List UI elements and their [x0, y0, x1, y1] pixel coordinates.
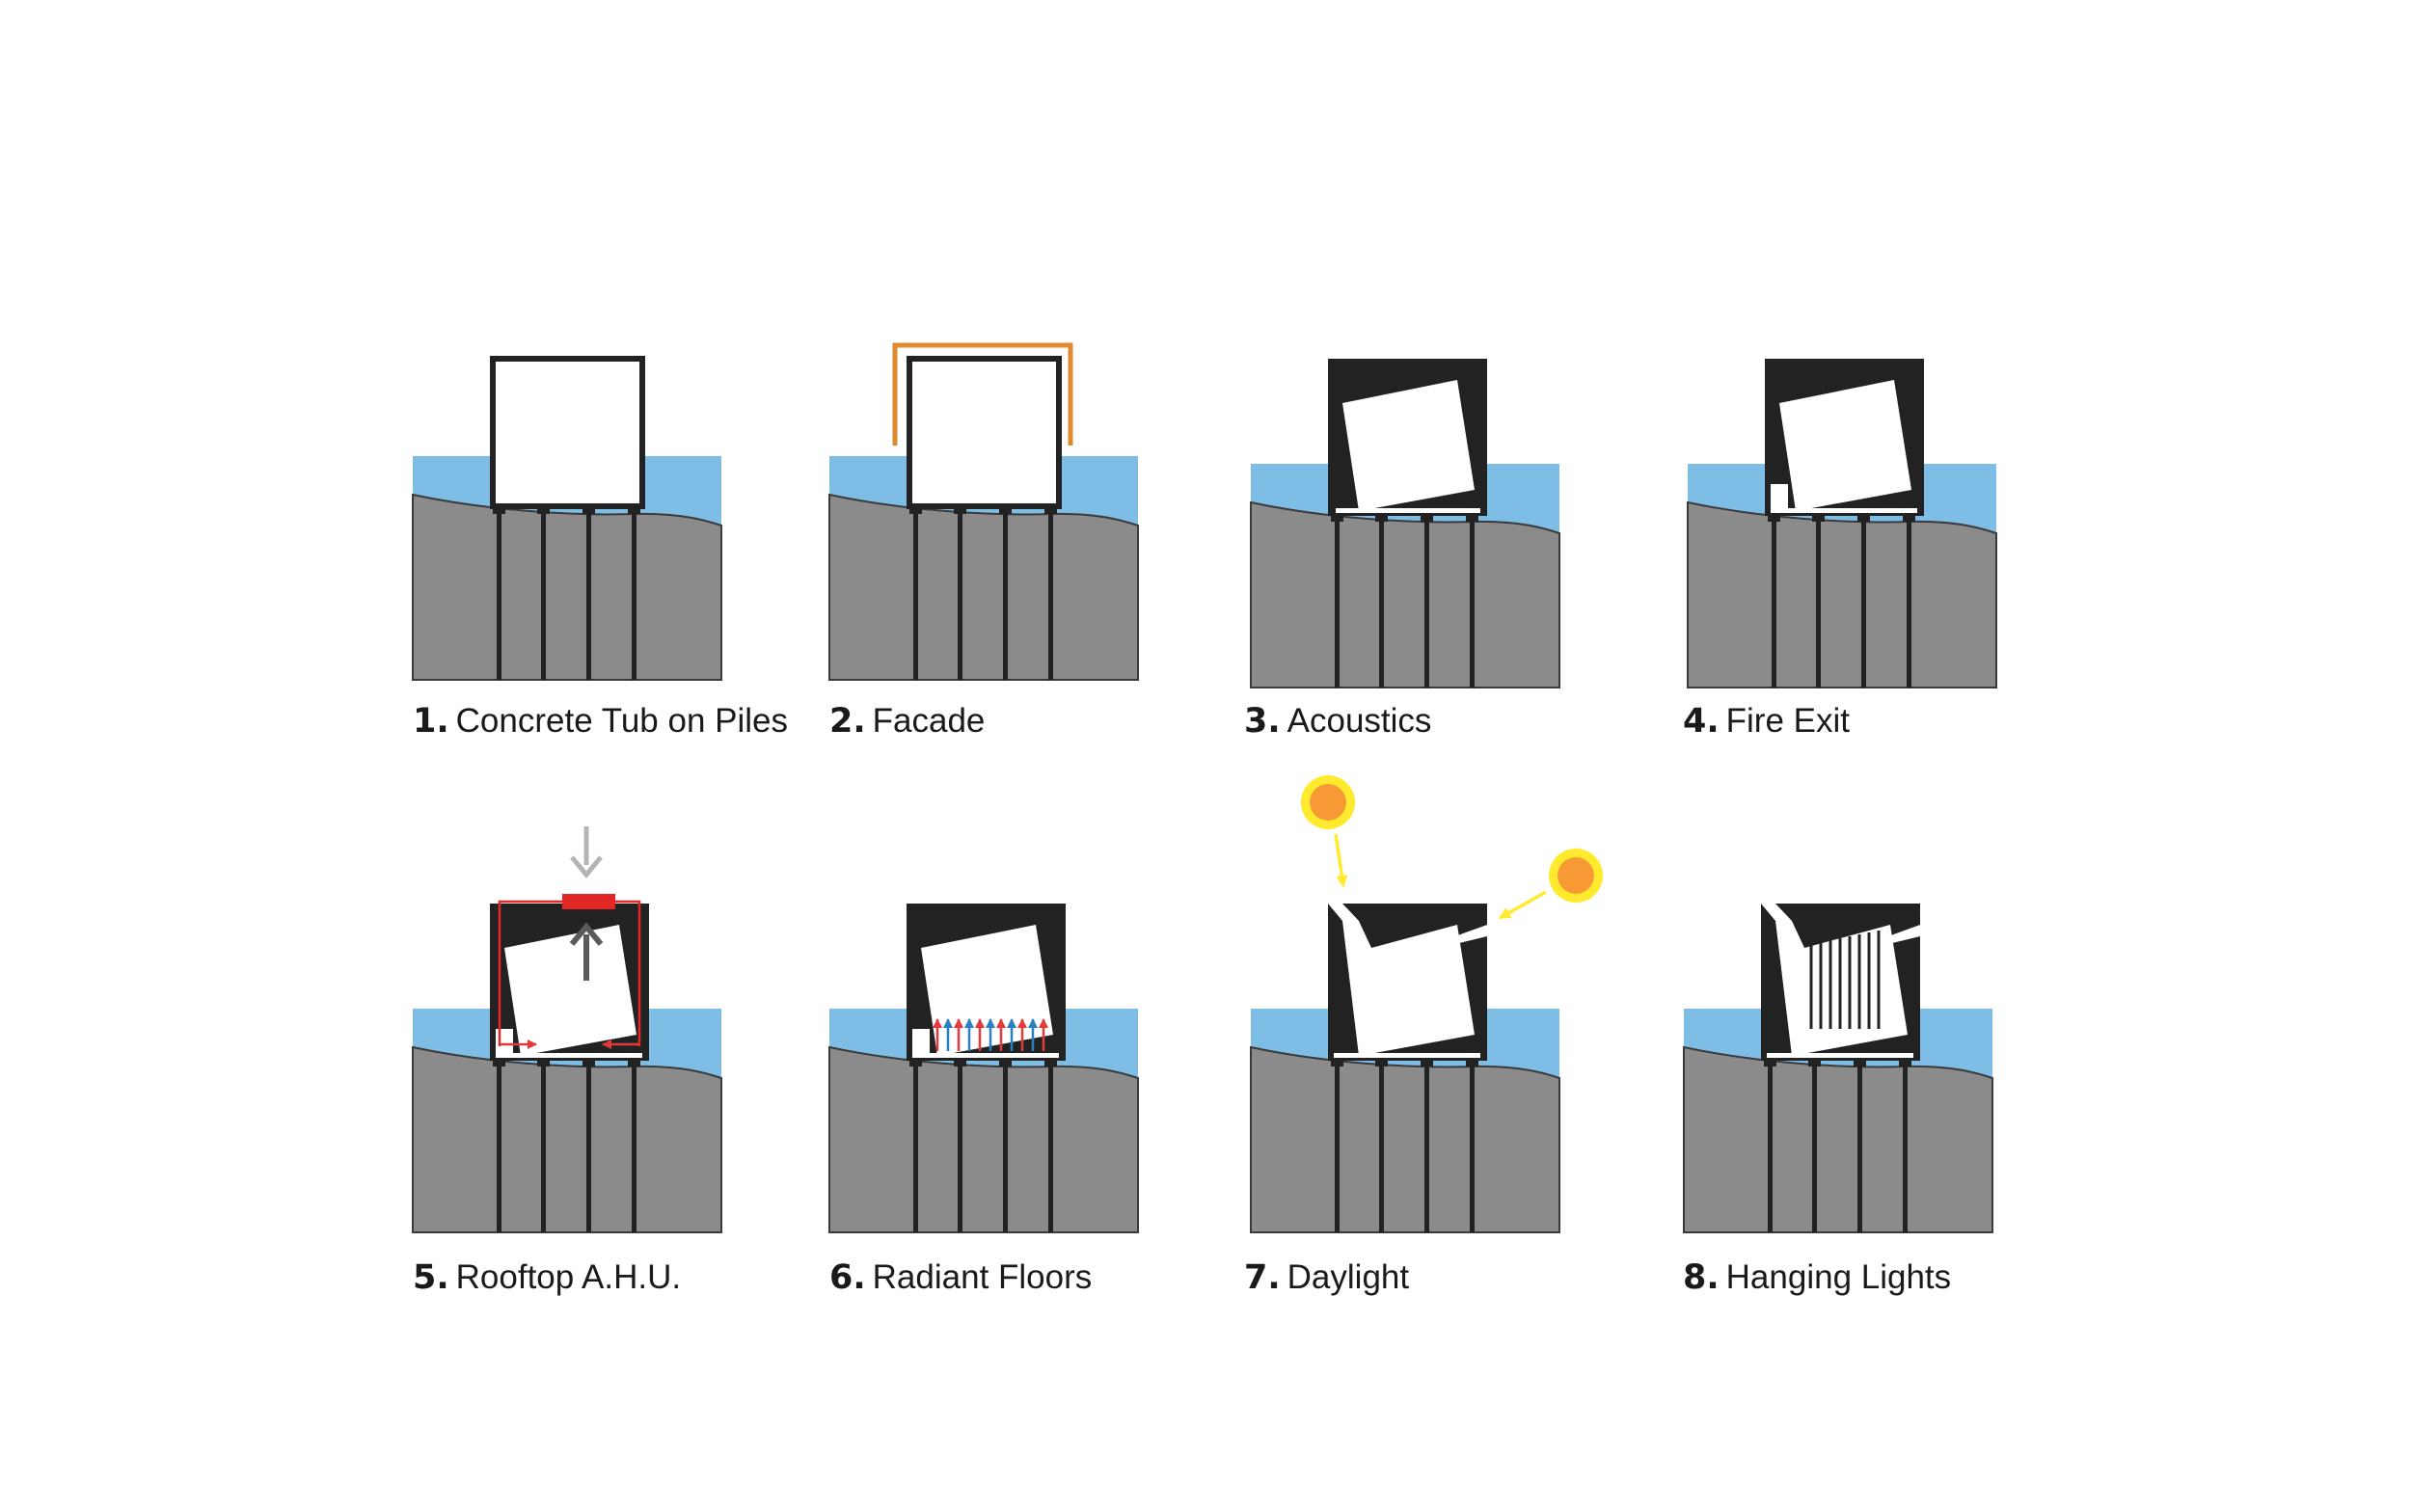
- floor-gap: [1334, 1053, 1480, 1058]
- ahu-unit: [562, 894, 615, 909]
- panel-3-text: Acoustics: [1287, 702, 1432, 740]
- facade-frame: [892, 342, 1073, 446]
- sunlight-arrow: [1334, 833, 1348, 888]
- panel-7-number: 7.: [1244, 1258, 1281, 1297]
- panel-2-label: 2.Facade: [829, 704, 985, 739]
- fire-exit-door: [1771, 484, 1788, 511]
- clerestory-opening: [1867, 925, 1920, 969]
- fire-exit-door: [912, 1029, 930, 1056]
- fire-exit-door: [496, 1029, 513, 1056]
- tilted-interior: [504, 925, 637, 1056]
- sunlight-arrow: [1498, 890, 1547, 920]
- panel-7-label: 7.Daylight: [1244, 1260, 1409, 1295]
- panel-4-diagram: [1687, 359, 1997, 688]
- panel-7-diagram: [1250, 775, 1603, 1233]
- outside-air-arrow: [570, 826, 603, 878]
- sun-icon: [1301, 775, 1355, 829]
- hanging-light-cords: [1809, 931, 1881, 1029]
- piles: [1331, 1057, 1478, 1232]
- panel-5-text: Rooftop A.H.U.: [455, 1258, 682, 1296]
- panel-8-diagram: [1683, 904, 1993, 1233]
- floor-gap: [1336, 508, 1480, 513]
- ground: [1250, 500, 1560, 688]
- panel-1-label: 1.Concrete Tub on Piles: [413, 704, 788, 739]
- ground: [828, 1045, 1139, 1233]
- ground: [1250, 1045, 1560, 1233]
- floor-gap: [1771, 508, 1917, 513]
- floor-gap: [912, 1053, 1059, 1058]
- piles: [909, 1057, 1057, 1232]
- floor-gap: [1767, 1053, 1913, 1058]
- panel-6-label: 6.Radiant Floors: [829, 1260, 1092, 1295]
- panel-6-text: Radiant Floors: [872, 1258, 1093, 1296]
- panel-4-label: 4.Fire Exit: [1683, 704, 1850, 739]
- panel-7-text: Daylight: [1287, 1258, 1410, 1296]
- panel-1-number: 1.: [413, 702, 449, 741]
- panel-8-label: 8.Hanging Lights: [1683, 1260, 1951, 1295]
- tilted-interior: [1342, 380, 1475, 511]
- panel-5-diagram: [412, 826, 722, 1233]
- concrete-tub: [907, 356, 1062, 509]
- ground: [412, 1045, 722, 1233]
- skylight-opening: [1328, 904, 1359, 921]
- panel-1-text: Concrete Tub on Piles: [455, 702, 789, 740]
- radiant-heat-arrows: [933, 1018, 1048, 1051]
- concrete-tub: [490, 356, 645, 509]
- panel-5-label: 5.Rooftop A.H.U.: [413, 1260, 681, 1295]
- panel-6-diagram: [828, 904, 1139, 1233]
- exhaust-air-arrow: [569, 922, 604, 981]
- piles: [1764, 1057, 1911, 1232]
- panel-3-diagram: [1250, 359, 1560, 688]
- piles: [493, 1057, 640, 1232]
- ground: [1683, 1045, 1993, 1233]
- panel-2-text: Facade: [872, 702, 986, 740]
- panel-4-text: Fire Exit: [1725, 702, 1851, 740]
- piles: [1768, 512, 1915, 688]
- floor-gap: [496, 1053, 642, 1058]
- panel-4-number: 4.: [1683, 702, 1720, 741]
- tilted-interior: [1779, 380, 1911, 511]
- panel-3-label: 3.Acoustics: [1244, 704, 1431, 739]
- panel-3-number: 3.: [1244, 702, 1281, 741]
- sun-icon: [1549, 849, 1603, 903]
- panel-8-text: Hanging Lights: [1725, 1258, 1952, 1296]
- ground: [828, 493, 1139, 681]
- piles: [1331, 512, 1478, 688]
- panel-2-number: 2.: [829, 702, 866, 741]
- panel-5-number: 5.: [413, 1258, 449, 1297]
- panel-8-number: 8.: [1683, 1258, 1720, 1297]
- ground: [1687, 500, 1997, 688]
- ground: [412, 493, 722, 681]
- panel-2-diagram: [828, 342, 1139, 681]
- skylight-opening: [1761, 904, 1792, 921]
- panel-1-diagram: [412, 356, 722, 681]
- clerestory-opening: [1434, 925, 1487, 969]
- panel-6-number: 6.: [829, 1258, 866, 1297]
